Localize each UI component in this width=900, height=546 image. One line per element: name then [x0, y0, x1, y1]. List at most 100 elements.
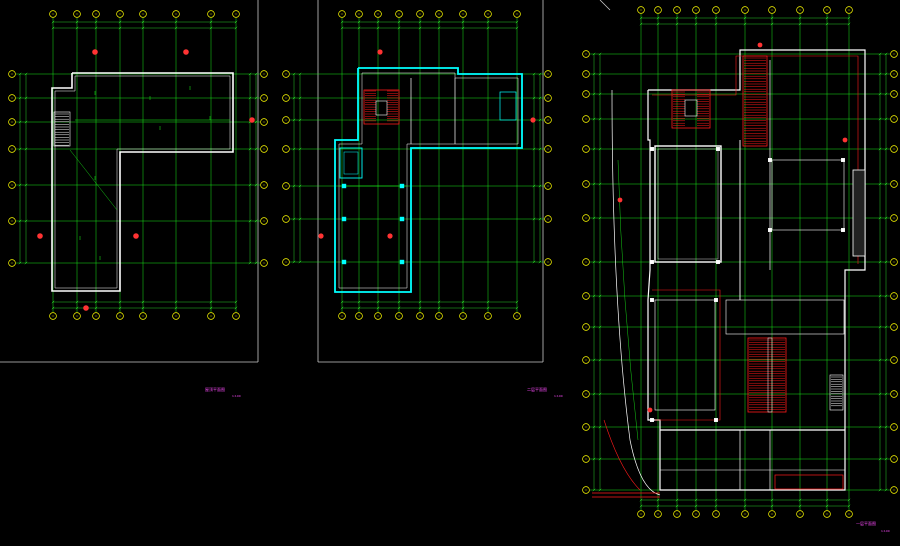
- axis-bubble-left: [282, 182, 290, 190]
- axis-bubble-right: [544, 70, 552, 78]
- axis-bubble-bottom: [513, 312, 521, 320]
- axis-bubble-top: [435, 10, 443, 18]
- second-floor-walls: [334, 67, 523, 293]
- axis-bubble-top: [232, 10, 240, 18]
- axis-bubble-top: [92, 10, 100, 18]
- axis-bubble-top: [172, 10, 180, 18]
- axis-bubble-top: [513, 10, 521, 18]
- first-floor-stair-top: [671, 89, 711, 129]
- axis-bubble-top: [768, 6, 776, 14]
- axis-bubble-left: [582, 180, 590, 188]
- axis-bubble-top: [712, 6, 720, 14]
- axis-bubble-bottom: [845, 510, 853, 518]
- axis-bubble-left: [582, 115, 590, 123]
- axis-bubble-right: [260, 118, 268, 126]
- section-marker: [387, 233, 393, 239]
- hatch-pattern: [831, 376, 842, 407]
- section-marker: [318, 233, 324, 239]
- axis-bubble-bottom: [435, 312, 443, 320]
- section-marker: [37, 233, 43, 239]
- axis-bubble-top: [459, 10, 467, 18]
- axis-bubble-right: [544, 182, 552, 190]
- axis-bubble-left: [8, 70, 16, 78]
- roof-plan-drawing: [8, 10, 268, 320]
- dimension-chains: [18, 20, 258, 310]
- axis-bubble-bottom: [49, 312, 57, 320]
- axis-bubble-left: [8, 217, 16, 225]
- axis-bubble-top: [139, 10, 147, 18]
- hatch-pattern: [749, 339, 785, 410]
- section-marker: [647, 407, 653, 413]
- axis-bubble-right: [890, 70, 898, 78]
- axis-bubble-right: [260, 145, 268, 153]
- axis-bubble-left: [582, 90, 590, 98]
- axis-bubble-bottom: [374, 312, 382, 320]
- hatch-pattern: [365, 90, 376, 122]
- axis-bubble-right: [890, 214, 898, 222]
- axis-bubble-right: [890, 423, 898, 431]
- first-floor-plan-drawing: [582, 6, 898, 518]
- axis-bubble-bottom: [73, 312, 81, 320]
- axis-bubble-bottom: [395, 312, 403, 320]
- second-floor-stair: [363, 89, 400, 125]
- axis-bubble-left: [582, 323, 590, 331]
- axis-bubble-top: [416, 10, 424, 18]
- section-marker: [617, 197, 623, 203]
- axis-bubble-top: [654, 6, 662, 14]
- axis-bubble-right: [544, 94, 552, 102]
- axis-bubble-right: [890, 292, 898, 300]
- axis-bubble-top: [207, 10, 215, 18]
- axis-bubble-left: [282, 258, 290, 266]
- axis-grid: [282, 10, 552, 320]
- axis-bubble-right: [890, 50, 898, 58]
- axis-bubble-right: [890, 90, 898, 98]
- axis-bubble-bottom: [459, 312, 467, 320]
- axis-bubble-top: [116, 10, 124, 18]
- axis-bubble-bottom: [232, 312, 240, 320]
- axis-bubble-left: [582, 214, 590, 222]
- axis-bubble-top: [484, 10, 492, 18]
- axis-bubble-right: [890, 145, 898, 153]
- axis-bubble-top: [395, 10, 403, 18]
- axis-bubble-left: [282, 70, 290, 78]
- axis-bubble-bottom: [654, 510, 662, 518]
- axis-bubble-left: [8, 181, 16, 189]
- axis-bubble-top: [673, 6, 681, 14]
- roof-plan-title: 屋顶平面图: [205, 387, 225, 392]
- axis-bubble-left: [582, 455, 590, 463]
- roof-plan-scale: 1:100: [232, 394, 241, 398]
- first-floor-stair-right: [742, 55, 768, 147]
- axis-bubble-left: [282, 145, 290, 153]
- axis-bubble-right: [544, 215, 552, 223]
- axis-bubble-top: [338, 10, 346, 18]
- axis-bubble-right: [890, 180, 898, 188]
- axis-bubble-bottom: [355, 312, 363, 320]
- axis-bubble-bottom: [741, 510, 749, 518]
- axis-bubble-left: [282, 215, 290, 223]
- axis-bubble-left: [582, 423, 590, 431]
- slope-line: [69, 149, 118, 211]
- axis-bubble-right: [260, 217, 268, 225]
- axis-bubble-left: [8, 145, 16, 153]
- hatch-pattern: [744, 57, 766, 145]
- axis-bubble-bottom: [692, 510, 700, 518]
- section-marker: [530, 117, 536, 123]
- axis-bubble-bottom: [637, 510, 645, 518]
- second-floor-plan-drawing: [282, 10, 552, 320]
- axis-bubble-bottom: [338, 312, 346, 320]
- axis-bubble-left: [8, 118, 16, 126]
- roof-outline: [51, 72, 234, 292]
- second-floor-plan-title: 二层平面图: [527, 387, 547, 392]
- section-marker: [92, 49, 98, 55]
- axis-bubble-right: [890, 486, 898, 494]
- section-marker: [83, 305, 89, 311]
- section-marker: [133, 233, 139, 239]
- axis-bubble-right: [890, 258, 898, 266]
- axis-bubble-top: [796, 6, 804, 14]
- site-curve: [592, 89, 661, 498]
- roof-stair: [53, 111, 71, 147]
- axis-bubble-right: [260, 181, 268, 189]
- axis-bubble-left: [8, 259, 16, 267]
